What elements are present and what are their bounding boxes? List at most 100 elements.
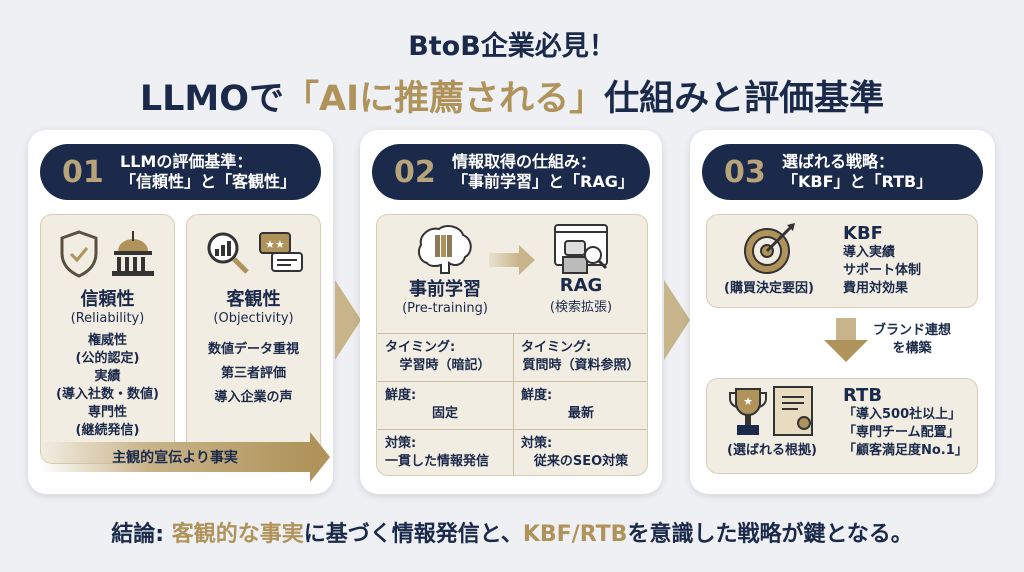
kbf-heading: KBF [843, 223, 883, 244]
svg-text:★: ★ [743, 395, 753, 408]
link-line: を構築 [892, 341, 932, 356]
flow-chevron [664, 280, 690, 360]
cell-value: 最新 [567, 406, 594, 421]
down-arrow-icon [836, 318, 856, 340]
title-line1: BtoB企業必見！ [408, 31, 616, 62]
section-title: LLMの評価基準： [120, 152, 253, 171]
list-item: (継続発信) [75, 423, 140, 438]
objectivity-sub: (Objectivity) [213, 311, 294, 326]
certificate-icon [773, 386, 813, 436]
fact-arrow: 主観的宣伝より事実 [40, 442, 310, 472]
review-stars-icon: ★★ [258, 232, 303, 272]
section-card-03: 03 選ばれる戦略：「KBF」と「RTB」 (購買決定要因) KBF 導入実績 サ… [690, 130, 995, 494]
conclusion-accent2: KBF/RTB [522, 522, 628, 547]
reliability-icons [41, 229, 174, 285]
list-item: 「顧客満足度No.1」 [843, 443, 968, 458]
objectivity-panel: ★★ 客観性 (Objectivity) 数値データ重視 第三者評価 導入企業の… [186, 214, 321, 464]
flow-arrow-head [519, 245, 535, 275]
trophy-icon: ★ [729, 388, 767, 435]
rtb-panel: ★ (選ばれる根拠) RTB 「導入500社以上」 「専門チーム配置」 「顧客満… [706, 378, 978, 474]
list-item: 「専門チーム配置」 [843, 425, 960, 440]
flow-arrow-icon [489, 253, 519, 267]
section-subtitle: 「事前学習」と「RAG」 [452, 172, 634, 191]
conclusion-text-end: を意識した戦略が鍵となる。 [627, 522, 913, 547]
section-number: 02 [394, 154, 436, 190]
kbf-text: KBF 導入実績 サポート体制 費用対効果 [843, 223, 921, 298]
title-accent: 「AIに推薦される」 [284, 79, 605, 119]
title-line2: LLMOで「AIに推薦される」仕組みと評価基準 [0, 70, 1024, 121]
cell-label: 鮮度: [521, 388, 553, 403]
list-item: 導入企業の声 [214, 390, 293, 405]
conclusion-text: に基づく情報発信と、 [303, 522, 523, 547]
reliability-sub: (Reliability) [70, 311, 145, 326]
rag-heading: RAG [559, 275, 603, 296]
title-pre: LLMOで [139, 79, 285, 119]
objectivity-icons: ★★ [187, 229, 320, 285]
reliability-panel: 信頼性 (Reliability) 権威性 (公的認定) 実績 (導入社数・数値… [40, 214, 175, 464]
rtb-heading: RTB [843, 385, 883, 406]
pretraining-heading: 事前学習 [409, 279, 481, 300]
section-header: 03 選ばれる戦略：「KBF」と「RTB」 [702, 144, 983, 200]
table-cell: 鮮度: 固定 [377, 381, 513, 429]
section-header: 02 情報取得の仕組み：「事前学習」と「RAG」 [372, 144, 650, 200]
list-item: 「導入500社以上」 [843, 407, 962, 422]
cell-value: 固定 [431, 406, 458, 421]
kbf-caption: (購買決定要因) [724, 281, 814, 296]
section-number: 01 [62, 154, 104, 190]
title-post: 仕組みと評価基準 [604, 79, 885, 119]
shield-check-icon [60, 230, 97, 278]
cell-value: 一貫した情報発信 [385, 454, 490, 469]
cell-value: 学習時（暗記） [399, 358, 491, 373]
cell-label: タイミング: [521, 340, 592, 355]
list-item: 導入実績 [843, 245, 896, 260]
reliability-list: 権威性 (公的認定) 実績 (導入社数・数値) 専門性 (継続発信) [41, 332, 174, 440]
rtb-caption: (選ばれる根拠) [727, 443, 817, 458]
fact-arrow-label: 主観的宣伝より事実 [112, 450, 238, 466]
brain-books-icon [418, 225, 472, 274]
list-item: (公的認定) [75, 351, 140, 366]
section-card-02: 02 情報取得の仕組み：「事前学習」と「RAG」 事前学習 (Pre-traini… [360, 130, 662, 494]
cell-label: タイミング: [385, 340, 456, 355]
cell-label: 対策: [521, 436, 553, 451]
kbf-visual: (購買決定要因) [713, 221, 825, 296]
list-item: (導入社数・数値) [56, 387, 159, 402]
down-arrow-head [824, 340, 868, 362]
list-item: サポート体制 [843, 263, 922, 278]
cell-value: 従来のSEO対策 [533, 454, 629, 469]
section-title: 情報取得の仕組み： [452, 152, 597, 171]
table-cell: タイミング:質問時（資料参照） [513, 333, 649, 381]
table-cell: 対策:一貫した情報発信 [377, 429, 513, 477]
section-number: 03 [724, 154, 766, 190]
robot-search-icon [554, 224, 608, 274]
section-title: 選ばれる戦略： [782, 152, 895, 171]
conclusion: 結論: 客観的な事実に基づく情報発信と、KBF/RTBを意識した戦略が鍵となる。 [0, 516, 1024, 548]
cell-label: 鮮度: [385, 388, 417, 403]
conclusion-label: 結論: [111, 522, 165, 547]
rag-sub: (検索拡張) [549, 300, 613, 315]
magnifier-chart-icon [207, 232, 249, 274]
conclusion-accent: 客観的な事実 [171, 522, 304, 547]
list-item: 費用対効果 [843, 281, 909, 296]
rtb-visual: ★ (選ばれる根拠) [713, 385, 831, 458]
comparison-table: 事前学習 (Pre-training) RAG (検索拡張) タイミング: 学習時… [376, 214, 648, 476]
pretraining-sub: (Pre-training) [402, 301, 488, 316]
table-cell: タイミング: 学習時（暗記） [377, 333, 513, 381]
government-building-icon [111, 231, 154, 276]
objectivity-heading: 客観性 [226, 289, 281, 310]
section-subtitle: 「信頼性」と「客観性」 [120, 172, 297, 191]
svg-text:★★: ★★ [265, 238, 285, 251]
objectivity-list: 数値データ重視 第三者評価 導入企業の声 [187, 338, 320, 410]
list-item: 専門性 [87, 405, 127, 420]
list-item: 権威性 [87, 333, 127, 348]
section-card-01: 01 LLMの評価基準：「信頼性」と「客観性」 信頼性 (Reliability)… [28, 130, 333, 494]
link-line: ブランド連想 [872, 323, 951, 338]
kbf-panel: (購買決定要因) KBF 導入実績 サポート体制 費用対効果 [706, 214, 978, 308]
list-item: 数値データ重視 [207, 342, 299, 357]
fact-arrow-head [310, 432, 330, 482]
list-item: 実績 [94, 369, 121, 384]
target-arrow-icon [744, 223, 795, 274]
list-item: 第三者評価 [220, 366, 286, 381]
section-header: 01 LLMの評価基準：「信頼性」と「客観性」 [40, 144, 321, 200]
pretraining-head: 事前学習 (Pre-training) [377, 223, 513, 316]
section-subtitle: 「KBF」と「RTB」 [782, 172, 933, 191]
